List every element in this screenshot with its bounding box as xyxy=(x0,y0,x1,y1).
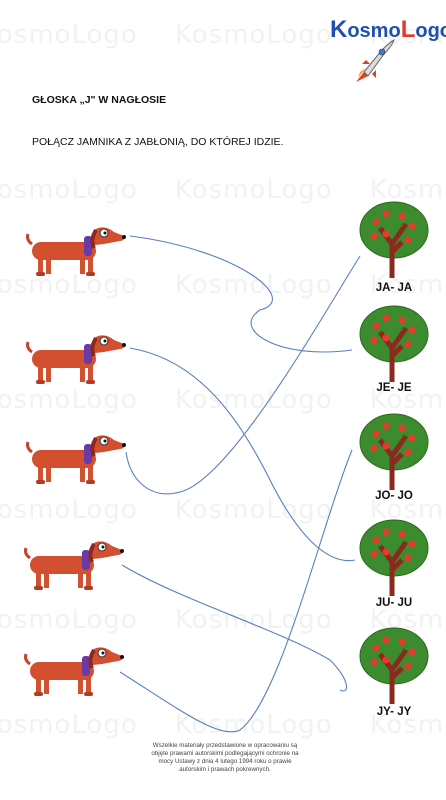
tree-label: JY- JY xyxy=(376,706,412,718)
apple-tree-icon xyxy=(359,305,429,382)
apple-tree-icon xyxy=(359,413,429,490)
apple-tree-icon xyxy=(359,519,429,596)
tree-label: JE- JE xyxy=(376,382,412,394)
dachshund-icon xyxy=(24,541,124,590)
dachshund-icon xyxy=(26,335,126,384)
dachshund-icon xyxy=(26,435,126,484)
instruction: POŁĄCZ JAMNIKA Z JABŁONIĄ, DO KTÓREJ IDZ… xyxy=(32,136,284,148)
logo-text: KosmoLogo xyxy=(330,16,446,43)
dachshund-icon xyxy=(24,647,124,696)
page-title: GŁOSKA „J" W NAGŁOSIE xyxy=(32,94,167,106)
tree-label: JU- JU xyxy=(375,597,413,609)
rocket-icon xyxy=(356,39,395,82)
connecting-line xyxy=(121,564,348,692)
kosmologo-logo: KosmoLogo xyxy=(330,8,446,86)
connecting-line xyxy=(119,449,353,733)
copyright-footer: Wszelkie materiały przedstawione w oprac… xyxy=(151,742,299,773)
connecting-line xyxy=(129,347,356,562)
connecting-line xyxy=(125,255,361,495)
apple-tree-icon xyxy=(359,201,429,278)
connecting-line xyxy=(129,235,353,353)
tree-label: JO- JO xyxy=(375,490,413,502)
apple-tree-icon xyxy=(359,627,429,704)
tree-label: JA- JA xyxy=(375,282,413,294)
dachshund-icon xyxy=(26,227,126,276)
